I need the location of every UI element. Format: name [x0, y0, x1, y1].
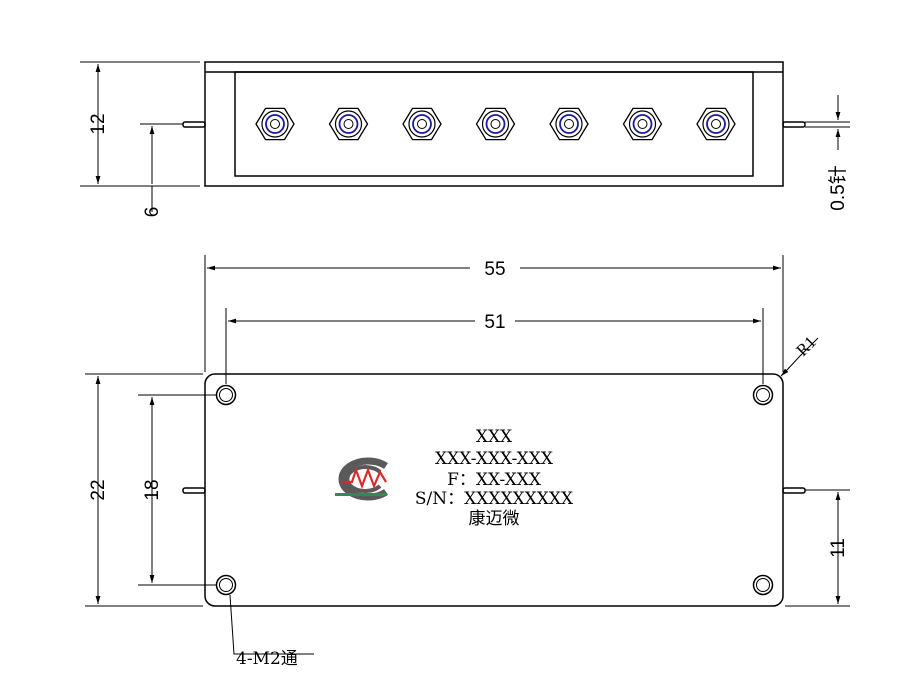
label-line-5: 康迈微	[469, 509, 520, 529]
top-view-pin-right	[782, 121, 806, 128]
dim-radius-r1: R1	[792, 332, 819, 359]
company-logo	[335, 457, 388, 501]
label-line-1: XXX	[476, 427, 513, 447]
label-plate: XXX XXX-XXX-XXX F：XX-XXX S/N：XXXXXXXXX 康…	[415, 427, 574, 529]
front-view	[182, 373, 806, 607]
label-line-4: S/N：XXXXXXXXX	[415, 489, 574, 509]
label-line-3: F：XX-XXX	[447, 470, 542, 490]
rf-connector-5	[549, 107, 589, 141]
mount-hole-bottom-right	[752, 574, 774, 596]
mount-hole-top-left	[215, 384, 237, 406]
front-view-dimensions	[85, 255, 850, 655]
rf-connector-3	[402, 107, 442, 141]
rf-connector-1	[255, 107, 295, 141]
top-view-dimensions	[80, 61, 850, 212]
dim-pin-offset-11: 11	[828, 538, 849, 558]
mount-hole-bottom-left	[215, 574, 237, 596]
dim-height-12: 12	[88, 113, 109, 134]
top-view-recess	[234, 71, 754, 177]
hole-callout: 4-M2通	[236, 649, 298, 669]
dim-pin-height-6: 6	[142, 207, 163, 218]
rf-connector-2	[328, 107, 369, 141]
dim-width-51: 51	[484, 312, 505, 333]
dim-height-18: 18	[142, 479, 163, 500]
mount-hole-top-right	[752, 384, 774, 406]
top-view	[182, 61, 806, 187]
connector-row	[255, 107, 736, 141]
top-view-pin-left	[182, 121, 206, 128]
label-line-2: XXX-XXX-XXX	[435, 449, 554, 469]
dim-height-22: 22	[88, 479, 109, 500]
rf-connector-6	[622, 107, 663, 141]
front-view-pin-right	[782, 487, 806, 494]
rf-connector-4	[475, 107, 516, 141]
dim-pin-dia: 0.5针	[827, 165, 849, 210]
dim-width-55: 55	[484, 259, 505, 280]
rf-connector-7	[696, 107, 736, 141]
front-view-pin-left	[182, 487, 206, 494]
